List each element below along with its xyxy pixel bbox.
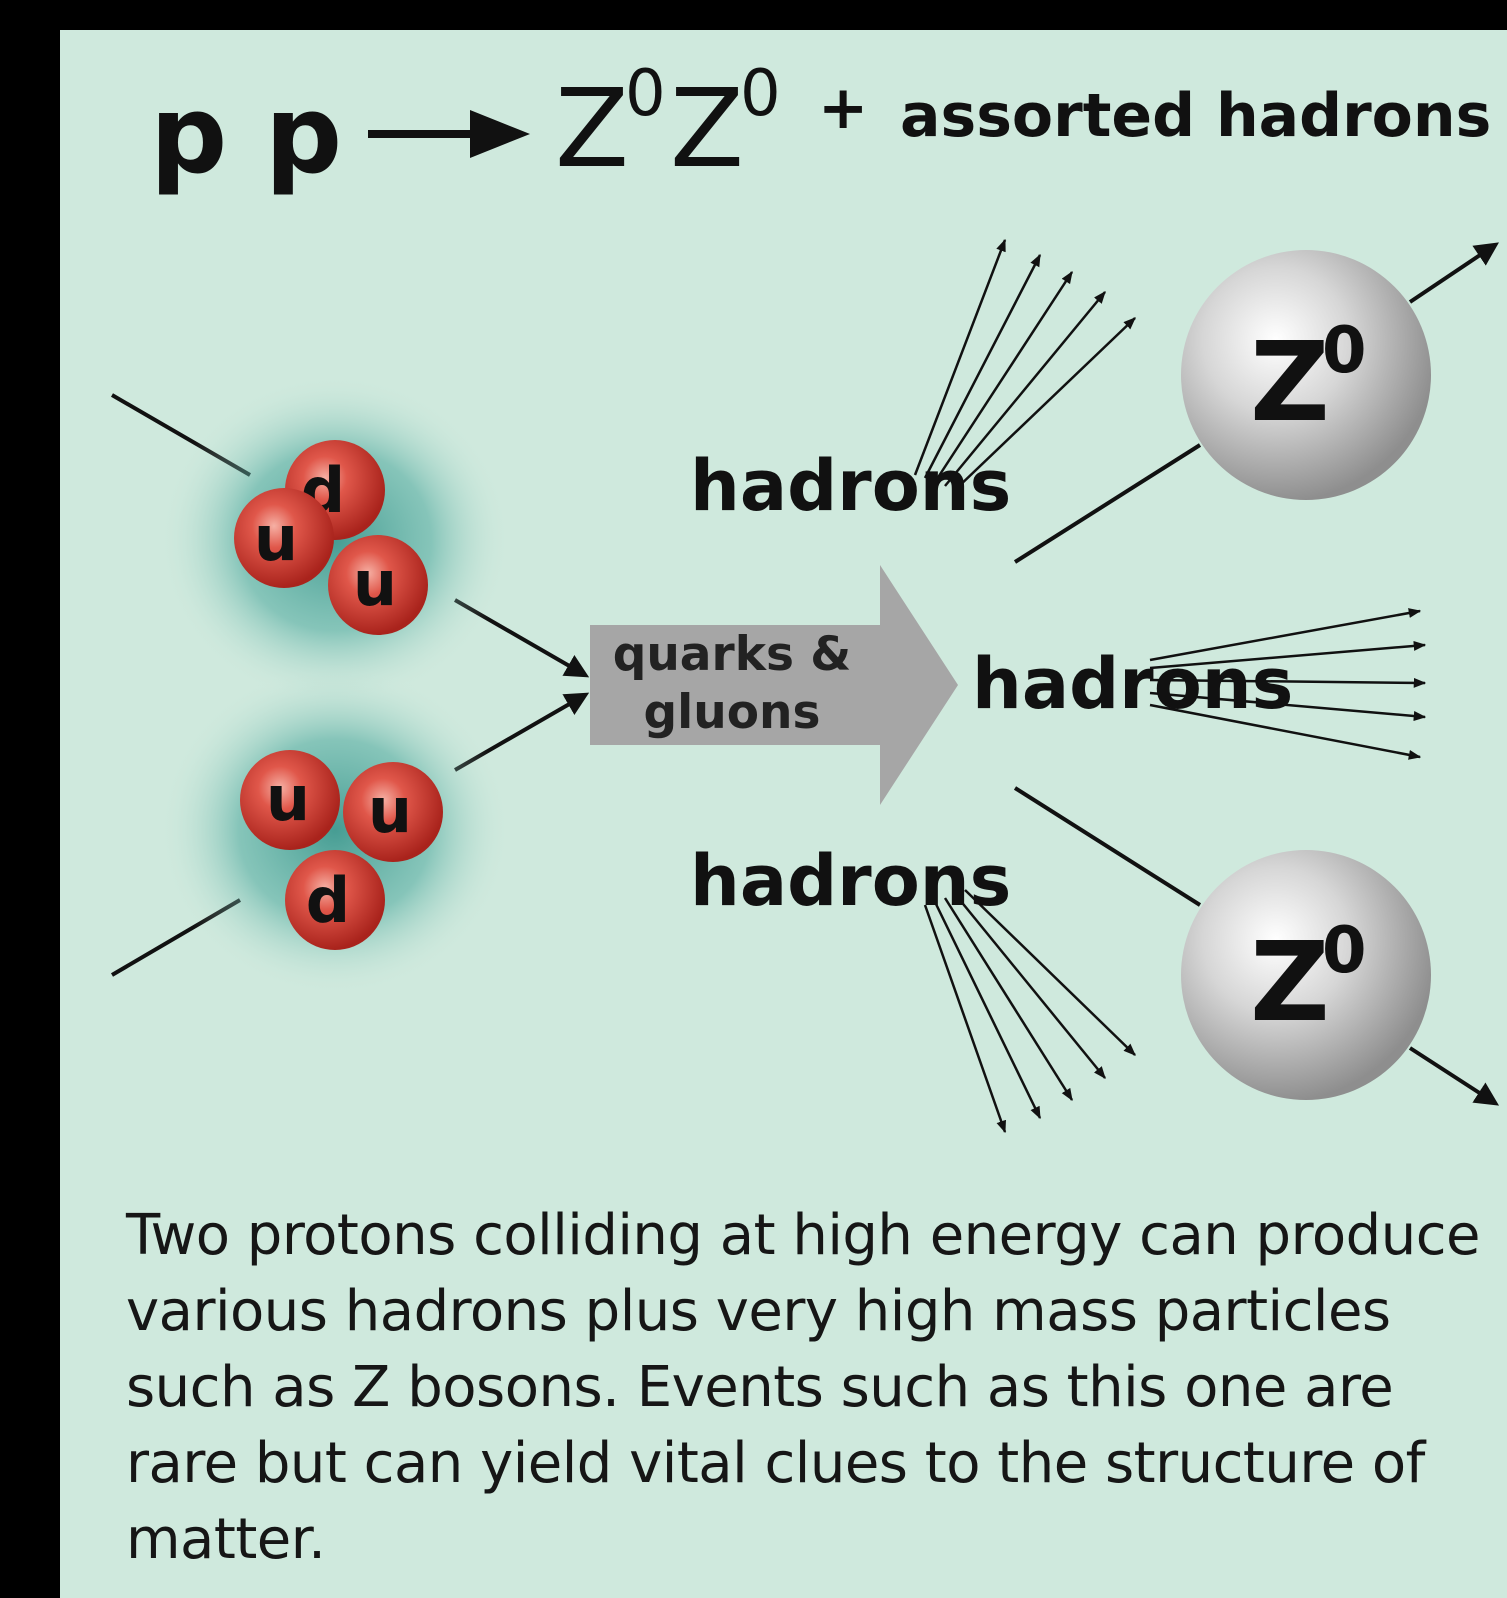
quark-d: d [285,850,385,950]
reaction-arrow [368,110,530,158]
figure-caption: Two protons colliding at high energy can… [126,1203,1480,1572]
equation-z2-superscript: 0 [740,57,781,131]
proton-bottom-glow [160,665,510,995]
equation-plus: + [818,73,868,143]
z-boson-upper: Z 0 [1181,250,1431,500]
quarks-gluons-arrow: quarks & gluons [590,565,958,805]
equation-z1: Z [555,67,629,192]
z-boson-symbol: Z [1250,318,1330,446]
z-boson-superscript: 0 [1322,314,1367,388]
quark-label: u [368,774,412,847]
equation-z1-superscript: 0 [625,57,666,131]
hadrons-label-middle: hadrons [972,643,1293,725]
z-boson-superscript: 0 [1322,914,1367,988]
quark-u: u [328,535,428,635]
quark-label: d [306,864,350,937]
reaction-equation: p p Z 0 Z 0 + assorted hadrons [150,57,1491,198]
arrow-label-line2: gluons [644,685,821,740]
quark-label: u [353,547,397,620]
quark-label: u [266,762,310,835]
quark-u: u [240,750,340,850]
z-boson-tracks [1013,242,1500,1106]
quark-u: u [234,488,334,588]
proton-top: d u u [234,440,428,635]
quark-u: u [343,762,443,862]
equation-lhs: p p [150,73,342,198]
proton-bottom: u u d [240,750,443,950]
arrow-label-line1: quarks & [613,627,852,682]
hadron-jet-middle [1149,608,1427,760]
hadron-jet-lower [923,889,1136,1134]
equation-rhs: assorted hadrons [900,81,1491,151]
z-boson-symbol: Z [1250,918,1330,1046]
hadrons-label-lower: hadrons [690,840,1011,922]
z-boson-lower: Z 0 [1181,850,1431,1100]
hadrons-label-upper: hadrons [690,445,1011,527]
hadron-jet-upper [913,238,1136,491]
quark-label: u [254,502,298,575]
equation-z2: Z [670,67,744,192]
